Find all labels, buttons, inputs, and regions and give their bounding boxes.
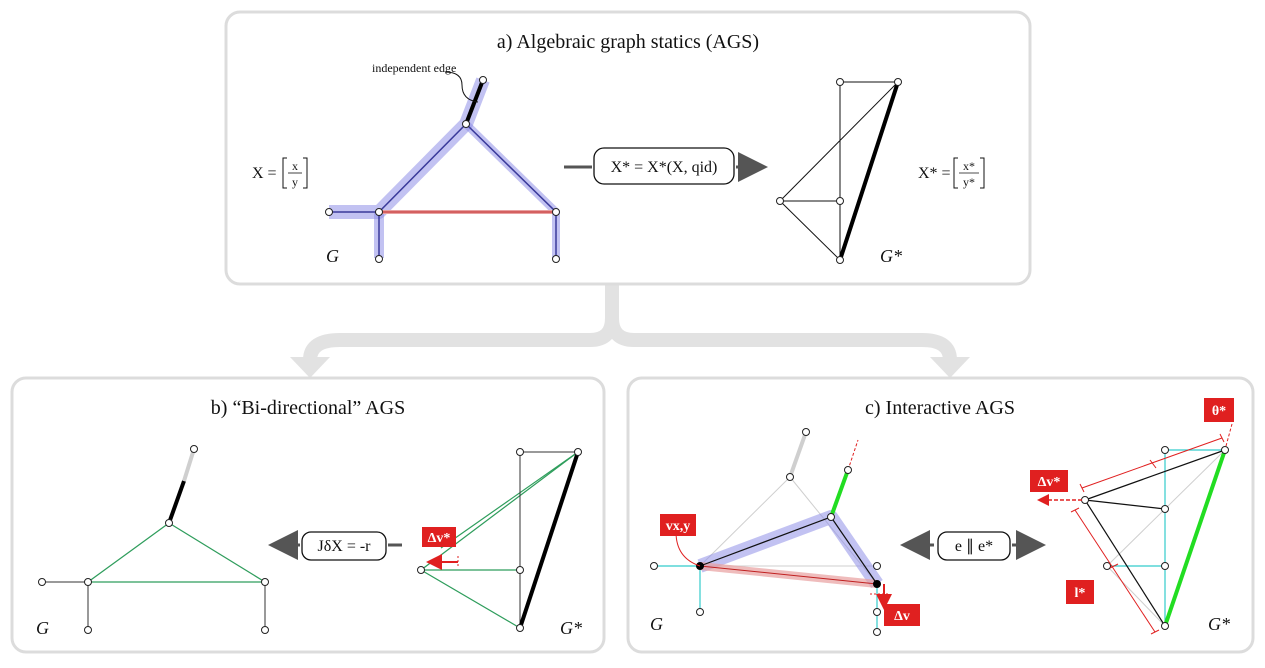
arrow-to-panel-b — [290, 357, 330, 378]
form-diagram-label-b: G — [36, 618, 49, 638]
delta-v-text: Δv — [894, 609, 910, 624]
ags-operator-text: X* = X*(X, qid) — [611, 159, 718, 176]
panel-a-title: a) Algebraic graph statics (AGS) — [497, 31, 759, 53]
vxy-text: vx,y — [666, 519, 691, 534]
independent-edge — [464, 79, 485, 125]
panel-a: a) Algebraic graph statics (AGS) X = x y… — [224, 10, 1032, 286]
theta-star-tag — [1204, 398, 1234, 422]
delta-v-tag — [884, 604, 920, 626]
force-diagram-label-c: G* — [1208, 614, 1230, 634]
theta-star-text: θ* — [1212, 404, 1226, 419]
form-diagram-a: independent edge G — [325, 61, 560, 266]
delta-v-star-tag-c — [1030, 470, 1068, 492]
flow-connector — [290, 282, 970, 378]
form-diagram-c: vx,y Δv G — [650, 428, 920, 636]
panel-b-frame — [10, 376, 606, 654]
force-diagram-b: Δv* G* — [417, 448, 582, 638]
form-diagram-label-a: G — [326, 246, 339, 266]
panel-b: b) “Bi-directional” AGS G JδX = -r — [10, 376, 606, 654]
force-diagram-label-b: G* — [560, 618, 582, 638]
l-star-tag — [1066, 580, 1094, 604]
panel-c-frame — [626, 376, 1255, 654]
x-vector-y: y — [292, 175, 298, 189]
x-vector-label: X = — [252, 165, 277, 182]
xs-vector-label: X* = — [918, 165, 951, 182]
xs-vector-y: y* — [963, 175, 975, 189]
delta-v-star-tag-b — [422, 527, 456, 547]
parallel-operator-text: e ∥ e* — [955, 538, 993, 555]
xs-vector-x: x* — [963, 159, 975, 173]
force-diagram-c: θ* Δv* l* G* — [1030, 398, 1234, 635]
delta-v-star-text-b: Δv* — [428, 531, 451, 546]
panel-c-title: c) Interactive AGS — [865, 397, 1015, 419]
l-star-text: l* — [1075, 586, 1086, 601]
panel-c: c) Interactive AGS — [626, 376, 1255, 654]
vxy-tag — [660, 514, 696, 536]
parallel-operator-box — [937, 531, 1011, 561]
bi-directional-operator-text: JδX = -r — [318, 538, 372, 555]
x-vector-x: x — [292, 159, 298, 173]
force-diagram-label-a: G* — [880, 246, 902, 266]
form-diagram-label-c: G — [650, 614, 663, 634]
ags-operator-box — [593, 147, 735, 185]
form-diagram-b: G — [36, 445, 269, 638]
arrow-to-panel-c — [930, 357, 970, 378]
panel-b-title: b) “Bi-directional” AGS — [211, 397, 405, 419]
bi-directional-operator-box — [301, 531, 387, 561]
force-diagram-a: G* — [776, 78, 902, 266]
independent-edge-annotation: independent edge — [372, 61, 456, 75]
delta-v-star-text-c: Δv* — [1038, 475, 1061, 490]
